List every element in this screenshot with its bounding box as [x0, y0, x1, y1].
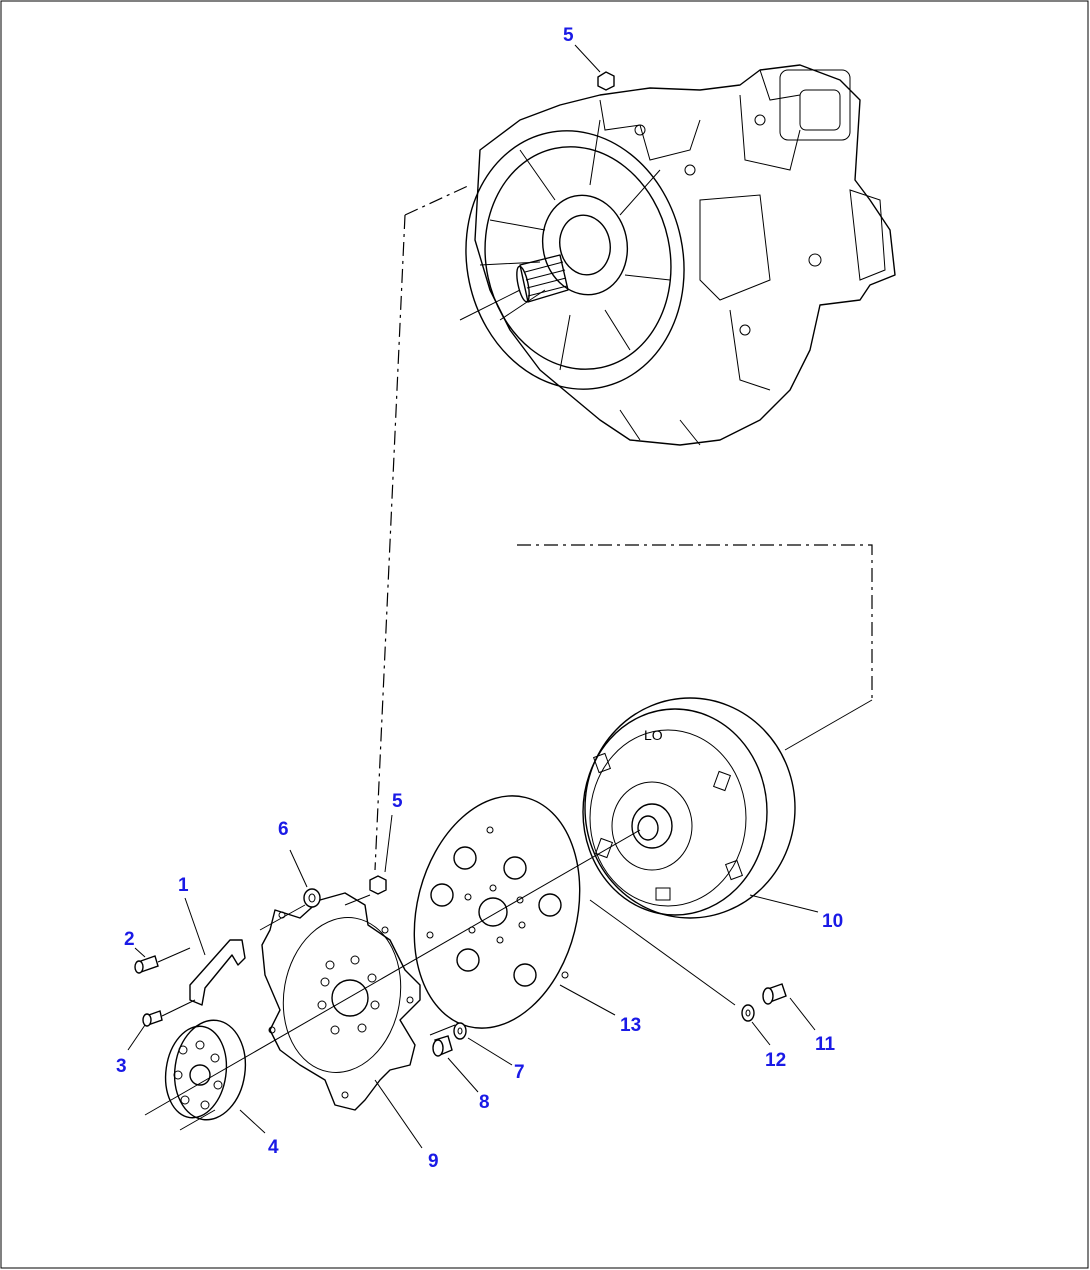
callout-11: 11 [815, 1034, 836, 1055]
callout-7: 7 [514, 1062, 525, 1083]
callout-12: 12 [765, 1050, 786, 1071]
bolt-11 [762, 983, 816, 1031]
callout-10: 10 [822, 911, 843, 932]
coupling [164, 1019, 266, 1134]
callout-8: 8 [479, 1092, 490, 1113]
align-line-vertical [374, 214, 406, 871]
callout-3: 3 [116, 1056, 127, 1077]
flex-plate [413, 795, 616, 1029]
callout-5-mid: 5 [392, 791, 403, 812]
callout-1: 1 [178, 875, 189, 896]
bolt-2 [134, 947, 191, 974]
washer-7 [429, 1022, 513, 1066]
converter-mark: LO [644, 727, 663, 743]
transmission-assembly [459, 64, 896, 446]
drive-plate [261, 892, 423, 1149]
nut-5-mid [344, 814, 393, 906]
align-line-upper [404, 184, 471, 216]
bracket [184, 897, 246, 1006]
callout-6: 6 [278, 819, 289, 840]
callout-4: 4 [268, 1137, 279, 1158]
callout-5-top: 5 [563, 25, 574, 46]
align-line-right [517, 544, 873, 700]
bolt-3 [127, 999, 196, 1051]
callout-9: 9 [428, 1151, 439, 1172]
callout-13: 13 [620, 1015, 641, 1036]
washer-12 [741, 1004, 771, 1046]
bolt-8 [432, 1035, 479, 1093]
callout-2: 2 [124, 929, 135, 950]
nut-top [597, 71, 615, 91]
torque-converter: LO [582, 697, 819, 919]
nut-6 [259, 849, 321, 931]
